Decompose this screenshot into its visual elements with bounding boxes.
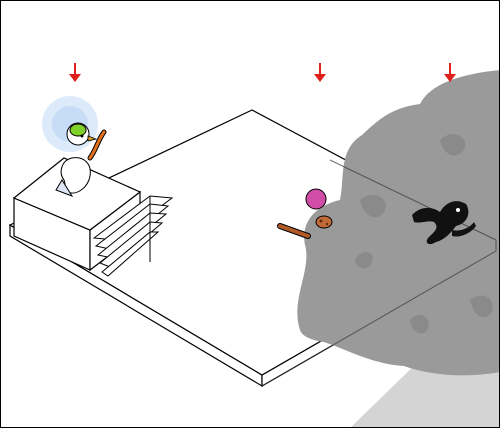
- arrow-down-icon: [314, 63, 326, 82]
- shadow-beast-icon[interactable]: [412, 201, 476, 245]
- pink-ball-icon[interactable]: [305, 188, 327, 210]
- arrow-down-icon: [69, 63, 81, 82]
- sausage-icon[interactable]: [277, 223, 311, 239]
- shadow-cloud: [297, 70, 500, 376]
- arrow-down-icon: [444, 63, 456, 82]
- duck-player-icon[interactable]: [42, 96, 107, 197]
- stairs[interactable]: [92, 195, 174, 277]
- cookie-icon[interactable]: [315, 215, 333, 229]
